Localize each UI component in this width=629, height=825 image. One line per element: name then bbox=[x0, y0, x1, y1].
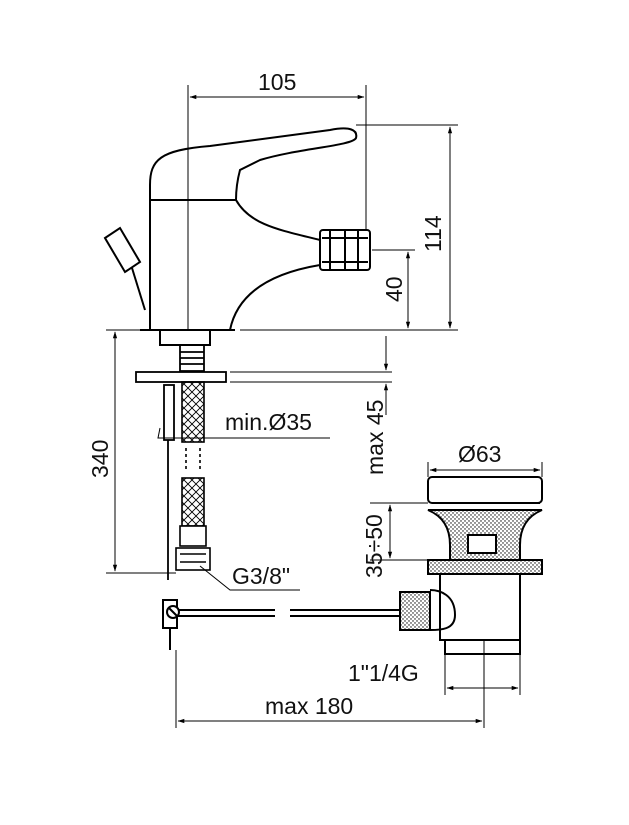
spout-nozzle bbox=[319, 229, 371, 271]
dim-min-hole: min.Ø35 bbox=[225, 409, 312, 435]
dim-total-height: 114 bbox=[420, 215, 446, 252]
waste-assembly bbox=[399, 476, 543, 655]
dim-spout-reach: 105 bbox=[258, 69, 296, 95]
dim-hose-length: 340 bbox=[87, 440, 113, 478]
dimension-lines bbox=[106, 85, 543, 728]
linkage-rod bbox=[162, 599, 400, 650]
dim-waste-thread: 1"1/4G bbox=[348, 660, 419, 686]
dim-waste-range: 35÷50 bbox=[361, 514, 387, 578]
dim-connection-thread: G3/8" bbox=[232, 563, 290, 589]
mounting-shank bbox=[135, 344, 227, 580]
flexible-hose bbox=[175, 381, 211, 571]
dim-waste-diameter: Ø63 bbox=[458, 441, 501, 467]
popup-knob bbox=[103, 226, 146, 311]
dim-rod-length: max 180 bbox=[265, 693, 353, 719]
dim-max-thickness: max 45 bbox=[362, 400, 388, 475]
dim-outlet-height: 40 bbox=[381, 276, 407, 302]
